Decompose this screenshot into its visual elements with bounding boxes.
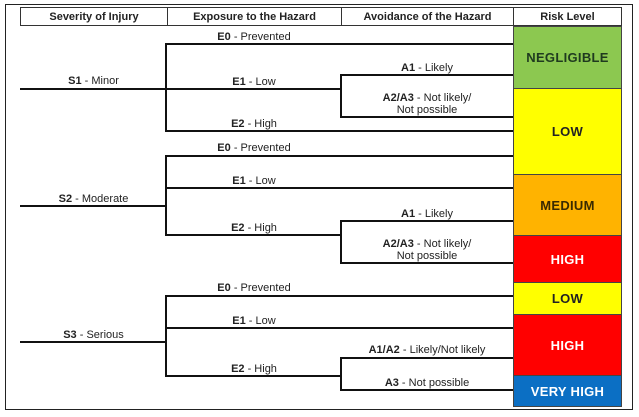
header-exposure: Exposure to the Hazard — [167, 7, 342, 26]
risk-high-s2: HIGH — [513, 235, 622, 283]
diagram-frame — [5, 4, 633, 410]
s1-e0-line — [165, 43, 513, 45]
header-severity: Severity of Injury — [20, 7, 168, 26]
s2-a1-label: A1 - Likely — [401, 208, 453, 220]
header-avoidance: Avoidance of the Hazard — [341, 7, 514, 26]
risk-medium: MEDIUM — [513, 174, 622, 236]
s2-e2-line — [165, 234, 341, 236]
s1-exposure-bracket — [165, 43, 167, 132]
s3-a3-line — [340, 389, 513, 391]
s3-label: S3 - Serious — [63, 329, 124, 341]
s3-e1-line — [165, 327, 513, 329]
s3-a12-line — [340, 357, 513, 359]
s2-label: S2 - Moderate — [58, 193, 129, 205]
s3-e2-line — [165, 375, 341, 377]
s1-label: S1 - Minor — [68, 75, 119, 87]
s2-e0-label: E0 - Prevented — [217, 142, 291, 154]
s3-exposure-bracket — [165, 295, 167, 377]
risk-low-s1: LOW — [513, 88, 622, 175]
risk-very-high: VERY HIGH — [513, 375, 622, 407]
s2-e0-line — [165, 155, 513, 157]
header-risk: Risk Level — [513, 7, 622, 26]
s1-e2-line — [165, 130, 513, 132]
s2-exposure-bracket — [165, 155, 167, 236]
risk-negligible: NEGLIGIBLE — [513, 26, 622, 89]
s3-a3-label: A3 - Not possible — [384, 377, 470, 389]
s1-avoidance-bracket — [340, 74, 342, 118]
risk-low-s3: LOW — [513, 282, 622, 315]
s1-e1-line — [165, 88, 341, 90]
s1-branch-line — [20, 88, 167, 90]
s3-branch-line — [20, 341, 167, 343]
risk-high-s3: HIGH — [513, 314, 622, 376]
s2-a23-label: A2/A3 - Not likely/Not possible — [382, 238, 472, 262]
s1-e2-label: E2 - High — [231, 118, 277, 130]
s1-a1-line — [340, 74, 513, 76]
s3-e0-line — [165, 295, 513, 297]
s3-e0-label: E0 - Prevented — [217, 282, 291, 294]
s1-a1-label: A1 - Likely — [401, 62, 453, 74]
s2-avoidance-bracket — [340, 220, 342, 264]
s2-a1-line — [340, 220, 513, 222]
s1-e0-label: E0 - Prevented — [217, 31, 291, 43]
s3-e2-label: E2 - High — [231, 363, 277, 375]
s2-e1-label: E1 - Low — [232, 175, 276, 187]
s3-a12-label: A1/A2 - Likely/Not likely — [368, 344, 486, 356]
s1-a23-label: A2/A3 - Not likely/Not possible — [382, 92, 472, 116]
s3-e1-label: E1 - Low — [232, 315, 276, 327]
s2-a23-line — [340, 262, 513, 264]
s3-avoidance-bracket — [340, 357, 342, 391]
s2-e2-label: E2 - High — [231, 222, 277, 234]
s1-a23-line — [340, 116, 513, 118]
s1-e1-label: E1 - Low — [232, 76, 276, 88]
s2-e1-line — [165, 187, 513, 189]
s2-branch-line — [20, 205, 167, 207]
